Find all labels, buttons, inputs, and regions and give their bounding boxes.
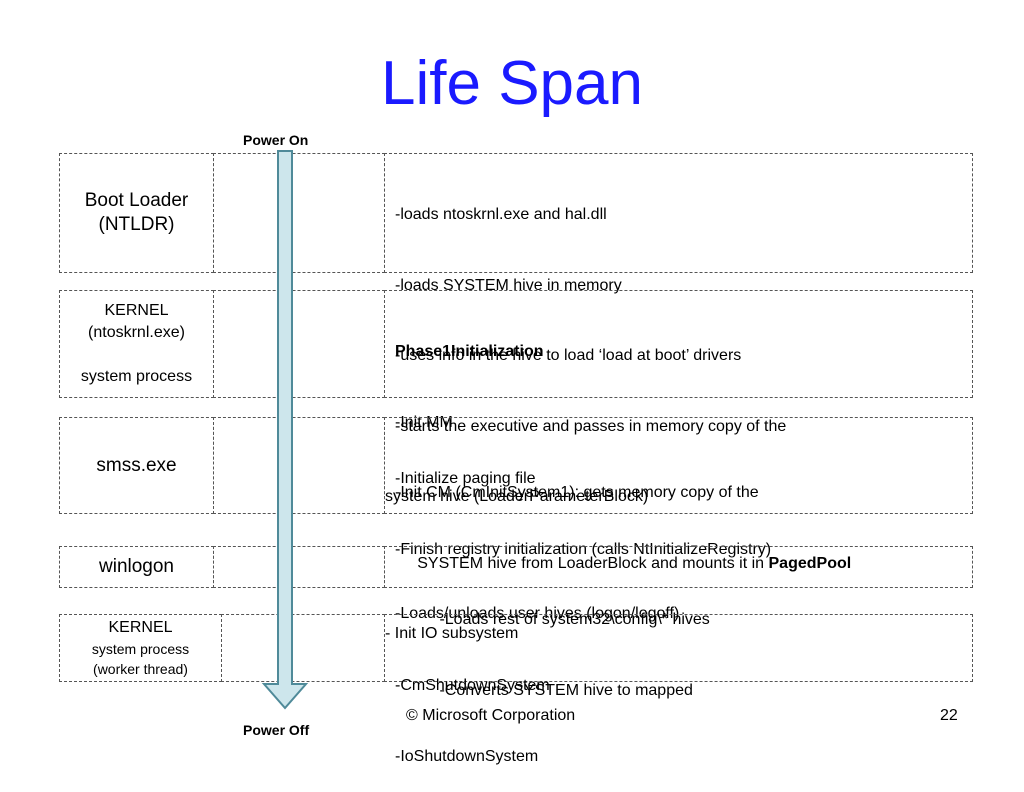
description-line: SYSTEM hive from LoaderBlock and mounts … — [395, 554, 769, 572]
paged-pool-term: PagedPool — [768, 554, 852, 572]
stage-kernel-description: Phase1Initialization -Init MM -Init CM (… — [384, 290, 973, 642]
stage-label: Boot Loader — [84, 190, 189, 211]
stage-label: system process — [91, 641, 190, 657]
stage-label: (ntoskrnl.exe) — [88, 324, 185, 341]
description-line: -Loads rest of system32\config\* hives — [395, 611, 710, 628]
stage-winlogon-description: -Loads/unloads user hives (logon/logoff) — [384, 546, 973, 622]
description-line: -Finish registry initialization (calls N… — [395, 540, 772, 558]
description-line: system hive (LoaderParameterBlock) — [385, 488, 649, 505]
stage-label: winlogon — [99, 556, 174, 577]
description-line: -loads SYSTEM hive in memory — [395, 276, 622, 294]
description-line: - Init IO subsystem — [385, 625, 519, 642]
description-line: -CmShutdownSystem — [395, 677, 550, 694]
page-number: 22 — [940, 707, 958, 724]
description-line: -starts the executive and passes in memo… — [395, 417, 787, 435]
stage-label: smss.exe — [96, 454, 177, 476]
power-on-label: Power On — [243, 132, 309, 148]
description-line: -Loads/unloads user hives (logon/logoff) — [395, 605, 680, 622]
description-line: -Init CM (CmInitSystem1): gets memory co… — [395, 484, 759, 501]
power-off-label: Power Off — [243, 722, 310, 738]
footer-copyright: © Microsoft Corporation — [406, 707, 576, 724]
slide-title: Life Span — [381, 49, 643, 118]
down-arrow-icon — [261, 150, 309, 710]
stage-boot-loader-description: -loads ntoskrnl.exe and hal.dll -loads S… — [384, 153, 973, 505]
description-line-with-bold: SYSTEM hive from LoaderBlock and mounts … — [395, 552, 972, 576]
timeline-arrow — [261, 150, 309, 710]
stage-label: KERNEL — [108, 619, 173, 636]
stage-kernel-box: KERNEL (ntoskrnl.exe) system process — [59, 290, 214, 398]
description-line: -IoShutdownSystem — [395, 747, 539, 765]
stage-kernel-shutdown-description: -CmShutdownSystem -IoShutdownSystem — [384, 614, 973, 765]
stage-label: KERNEL — [104, 302, 169, 319]
stage-smss-description: -Initialize paging file -Finish registry… — [384, 417, 973, 699]
description-line: -Converts SYSTEM hive to mapped — [395, 681, 693, 699]
stage-label: (worker thread) — [93, 661, 188, 677]
stage-label: (NTLDR) — [98, 214, 175, 235]
stage-kernel-shutdown-box: KERNEL system process (worker thread) — [59, 614, 222, 682]
stage-label: system process — [80, 368, 193, 385]
description-line: -loads ntoskrnl.exe and hal.dll — [395, 206, 607, 223]
description-line: -uses info in the hive to load ‘load at … — [395, 347, 742, 364]
description-heading: Phase1Initialization — [395, 343, 544, 360]
description-line: -Initialize paging file — [395, 470, 536, 487]
